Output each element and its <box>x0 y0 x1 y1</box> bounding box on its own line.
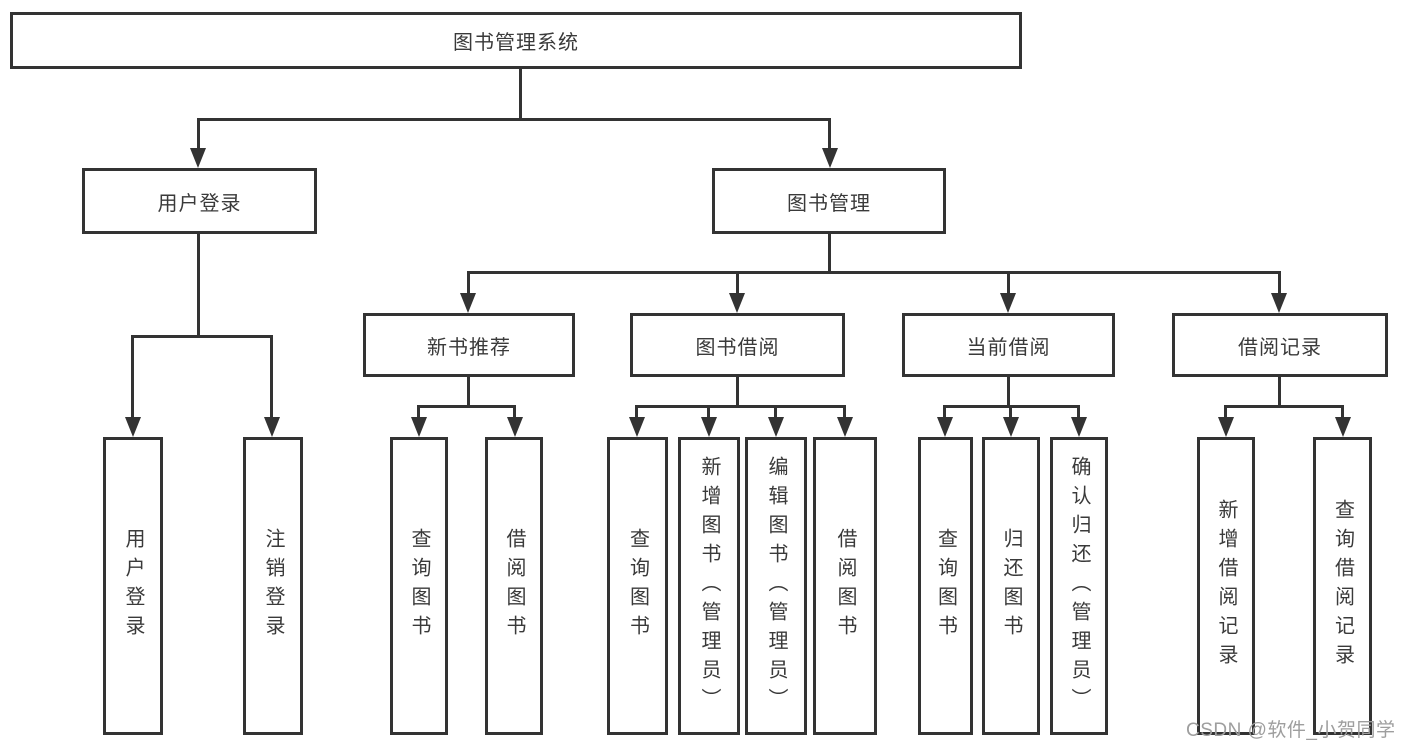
node-label: 注销登录 <box>262 528 284 644</box>
arrowhead-icon <box>411 417 427 437</box>
arrowhead-icon <box>1335 417 1351 437</box>
arrowhead-icon <box>507 417 523 437</box>
node-label: 借阅图书 <box>834 528 856 644</box>
arrowhead-icon <box>1218 417 1234 437</box>
node-label: 查询图书 <box>408 528 430 644</box>
node-label: 查询图书 <box>934 528 957 644</box>
connector <box>197 232 200 337</box>
arrowhead-icon <box>629 417 645 437</box>
connector <box>1341 405 1344 423</box>
arrowhead-icon <box>768 417 784 437</box>
leaf-return-books: 归还图书 <box>982 437 1040 735</box>
node-label: 用户登录 <box>157 192 242 215</box>
node-label: 当前借阅 <box>966 336 1051 359</box>
arrowhead-icon <box>125 417 141 437</box>
node-library-management-system: 图书管理系统 <box>10 12 1022 69</box>
node-label: 新增图书（管理员） <box>698 455 720 717</box>
leaf-query-borrow-record: 查询借阅记录 <box>1313 437 1372 735</box>
leaf-user-login: 用户登录 <box>103 437 163 735</box>
connector <box>467 271 1281 274</box>
connector <box>1224 405 1227 423</box>
connector <box>774 405 777 423</box>
connector <box>131 335 134 421</box>
arrowhead-icon <box>937 417 953 437</box>
connector <box>417 405 516 408</box>
connector <box>519 69 522 120</box>
connector <box>828 118 831 154</box>
node-label: 图书借阅 <box>695 336 780 359</box>
node-new-book-recommendation: 新书推荐 <box>363 313 575 377</box>
connector <box>270 335 273 421</box>
leaf-query-books-recommend: 查询图书 <box>390 437 448 735</box>
connector <box>417 405 420 423</box>
node-current-borrowing: 当前借阅 <box>902 313 1115 377</box>
arrowhead-icon <box>1271 293 1287 313</box>
connector <box>1009 405 1012 423</box>
node-user-login: 用户登录 <box>82 168 317 234</box>
arrowhead-icon <box>264 417 280 437</box>
connector <box>467 375 470 407</box>
connector <box>635 405 638 423</box>
arrowhead-icon <box>822 148 838 168</box>
leaf-edit-book-admin: 编辑图书（管理员） <box>745 437 807 735</box>
connector <box>513 405 516 423</box>
connector <box>736 375 739 407</box>
connector <box>635 405 846 408</box>
leaf-add-book-admin: 新增图书（管理员） <box>678 437 740 735</box>
arrowhead-icon <box>837 417 853 437</box>
connector <box>828 232 831 273</box>
leaf-query-books-current: 查询图书 <box>918 437 973 735</box>
connector <box>736 271 739 299</box>
leaf-query-books-borrowing: 查询图书 <box>607 437 668 735</box>
arrowhead-icon <box>190 148 206 168</box>
arrowhead-icon <box>1000 293 1016 313</box>
connector <box>1224 405 1344 408</box>
arrowhead-icon <box>1003 417 1019 437</box>
node-book-borrowing: 图书借阅 <box>630 313 845 377</box>
leaf-confirm-return-admin: 确认归还（管理员） <box>1050 437 1108 735</box>
connector <box>1007 271 1010 299</box>
node-book-management: 图书管理 <box>712 168 946 234</box>
connector <box>197 118 200 154</box>
node-label: 查询借阅记录 <box>1331 499 1354 673</box>
leaf-add-borrow-record: 新增借阅记录 <box>1197 437 1255 735</box>
node-label: 归还图书 <box>1000 528 1022 644</box>
connector <box>1278 271 1281 299</box>
watermark: CSDN @软件_小贺同学 <box>1186 720 1396 741</box>
node-label: 图书管理系统 <box>453 32 579 54</box>
node-label: 新书推荐 <box>427 336 511 359</box>
connector <box>843 405 846 423</box>
connector <box>1007 375 1010 407</box>
node-label: 编辑图书（管理员） <box>765 455 787 717</box>
connector <box>707 405 710 423</box>
leaf-logout: 注销登录 <box>243 437 303 735</box>
connector <box>467 271 470 299</box>
leaf-borrow-books: 借阅图书 <box>813 437 877 735</box>
connector <box>1278 375 1281 407</box>
node-label: 查询图书 <box>626 528 649 644</box>
arrowhead-icon <box>701 417 717 437</box>
connector <box>943 405 946 423</box>
node-label: 用户登录 <box>122 528 144 644</box>
arrowhead-icon <box>729 293 745 313</box>
node-label: 借阅记录 <box>1238 336 1322 359</box>
connector <box>197 118 831 121</box>
node-label: 图书管理 <box>787 192 871 215</box>
node-label: 新增借阅记录 <box>1215 499 1237 673</box>
connector <box>131 335 273 338</box>
node-label: 确认归还（管理员） <box>1068 455 1090 717</box>
connector <box>1077 405 1080 423</box>
arrowhead-icon <box>460 293 476 313</box>
node-borrowing-records: 借阅记录 <box>1172 313 1388 377</box>
node-label: 借阅图书 <box>503 528 525 644</box>
leaf-borrow-books-recommend: 借阅图书 <box>485 437 543 735</box>
arrowhead-icon <box>1071 417 1087 437</box>
